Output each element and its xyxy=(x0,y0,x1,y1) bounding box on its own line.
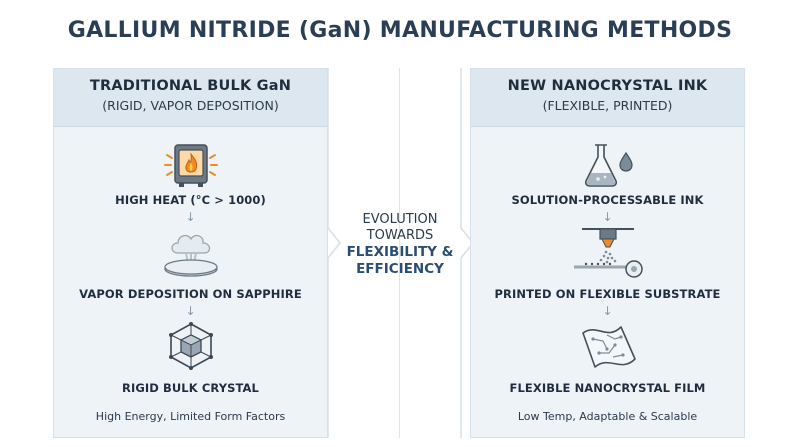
page-title: GALLIUM NITRIDE (GaN) MANUFACTURING METH… xyxy=(67,18,733,43)
traditional-panel-note: High Energy, Limited Form Factors xyxy=(95,410,286,423)
down-arrow-icon: ↓ xyxy=(602,304,613,318)
nanocrystal-panel-header: NEW NANOCRYSTAL INK (FLEXIBLE, PRINTED) xyxy=(471,69,744,127)
nanocrystal-panel: NEW NANOCRYSTAL INK (FLEXIBLE, PRINTED) … xyxy=(470,68,745,438)
down-arrow-icon: ↓ xyxy=(185,304,196,318)
furnace-flame-icon xyxy=(163,144,218,187)
step-label: VAPOR DEPOSITION ON SAPPHIRE xyxy=(79,287,302,301)
nanocrystal-panel-subtitle: (FLEXIBLE, PRINTED) xyxy=(542,98,673,113)
evolution-caption: EVOLUTION TOWARDS FLEXIBILITY & EFFICIEN… xyxy=(330,212,470,278)
nanocrystal-panel-note: Low Temp, Adaptable & Scalable xyxy=(517,410,698,423)
evolution-line-4: EFFICIENCY xyxy=(356,261,444,277)
step-label: PRINTED ON FLEXIBLE SUBSTRATE xyxy=(494,287,721,301)
vapor-wafer-icon xyxy=(163,234,218,277)
evolution-line-2: TOWARDS xyxy=(366,228,434,243)
nanocrystal-panel-title: NEW NANOCRYSTAL INK xyxy=(507,78,708,94)
step-label: HIGH HEAT (°C > 1000) xyxy=(115,193,266,207)
down-arrow-icon: ↓ xyxy=(185,210,196,224)
traditional-panel-subtitle: (RIGID, VAPOR DEPOSITION) xyxy=(102,98,279,113)
evolution-line-1: EVOLUTION xyxy=(362,212,438,227)
step-label: SOLUTION-PROCESSABLE INK xyxy=(511,193,704,207)
step-label: FLEXIBLE NANOCRYSTAL FILM xyxy=(509,381,706,395)
down-arrow-icon: ↓ xyxy=(602,210,613,224)
printer-nozzle-icon xyxy=(573,228,643,278)
chevron-right-icon xyxy=(327,68,341,438)
evolution-line-3: FLEXIBILITY & xyxy=(346,244,454,260)
traditional-panel-title: TRADITIONAL BULK GaN xyxy=(89,78,292,94)
traditional-panel-header: TRADITIONAL BULK GaN (RIGID, VAPOR DEPOS… xyxy=(54,69,327,127)
traditional-panel: TRADITIONAL BULK GaN (RIGID, VAPOR DEPOS… xyxy=(53,68,328,438)
flexible-film-icon xyxy=(581,326,636,368)
flask-droplet-icon xyxy=(584,144,633,187)
crystal-cube-icon xyxy=(168,322,213,370)
center-divider xyxy=(399,68,400,438)
step-label: RIGID BULK CRYSTAL xyxy=(121,381,259,395)
